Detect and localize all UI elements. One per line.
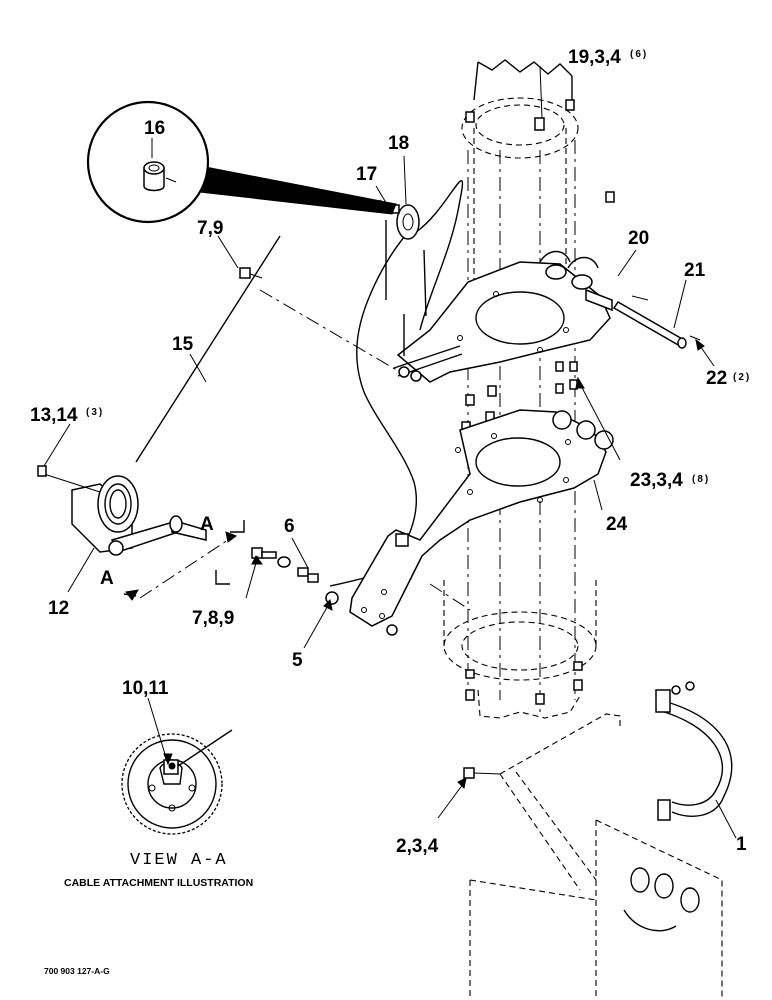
callout-16: 16: [144, 118, 165, 139]
callout-5: 5: [292, 650, 303, 671]
callout-7-9: 7,9: [197, 218, 223, 239]
pin-21: [612, 295, 701, 349]
callout-10-11: 10,11: [122, 678, 169, 699]
upper-mounting-plate: [393, 250, 613, 383]
bolt-7-9: [239, 267, 263, 279]
callout-13-14: 13,14: [30, 405, 78, 426]
callout-21: 21: [684, 260, 706, 281]
handle-bracket: [463, 681, 733, 1000]
callout-23-qty: (8): [692, 474, 710, 485]
callout-19-qty: (6): [630, 49, 648, 60]
cable-15: [135, 235, 281, 463]
callout-1: 1: [736, 834, 747, 855]
callout-6: 6: [284, 516, 295, 537]
view-a-a-detail: [121, 729, 233, 835]
callout-13-14-qty: (3): [86, 407, 104, 418]
hardware-6-7-8-9: [251, 547, 398, 636]
callout-12: 12: [48, 598, 69, 619]
column-lower: [443, 580, 597, 719]
callout-24: 24: [606, 514, 628, 535]
leader-lines: [43, 65, 737, 839]
document-number: 700 903 127-A-G: [44, 966, 110, 976]
callout-labels: 19,3,4 (6) 16 18 17 7,9 20 21 15 22 (2) …: [30, 47, 751, 857]
callout-20: 20: [628, 228, 649, 249]
winch-12: [37, 465, 207, 556]
callout-18: 18: [388, 133, 409, 154]
view-title: VIEW A-A: [130, 851, 228, 870]
callout-section-a-upper: A: [200, 514, 214, 535]
callout-7-8-9: 7,8,9: [192, 608, 234, 629]
section-line-a-a: [123, 520, 245, 601]
callout-22-qty: (2): [733, 372, 751, 383]
callout-23-3-4: 23,3,4: [630, 470, 683, 491]
lower-mounting-bracket: [349, 409, 614, 627]
bolt-group-19: [465, 99, 615, 203]
callout-19-3-4: 19,3,4: [568, 47, 621, 68]
callout-22: 22: [706, 368, 727, 389]
callout-17: 17: [356, 164, 377, 185]
callout-15: 15: [172, 334, 194, 355]
view-caption: CABLE ATTACHMENT ILLUSTRATION: [64, 877, 253, 889]
callout-2-3-4: 2,3,4: [396, 836, 439, 857]
callout-section-a-lower: A: [100, 568, 114, 589]
detail-circle-16: [86, 100, 397, 224]
